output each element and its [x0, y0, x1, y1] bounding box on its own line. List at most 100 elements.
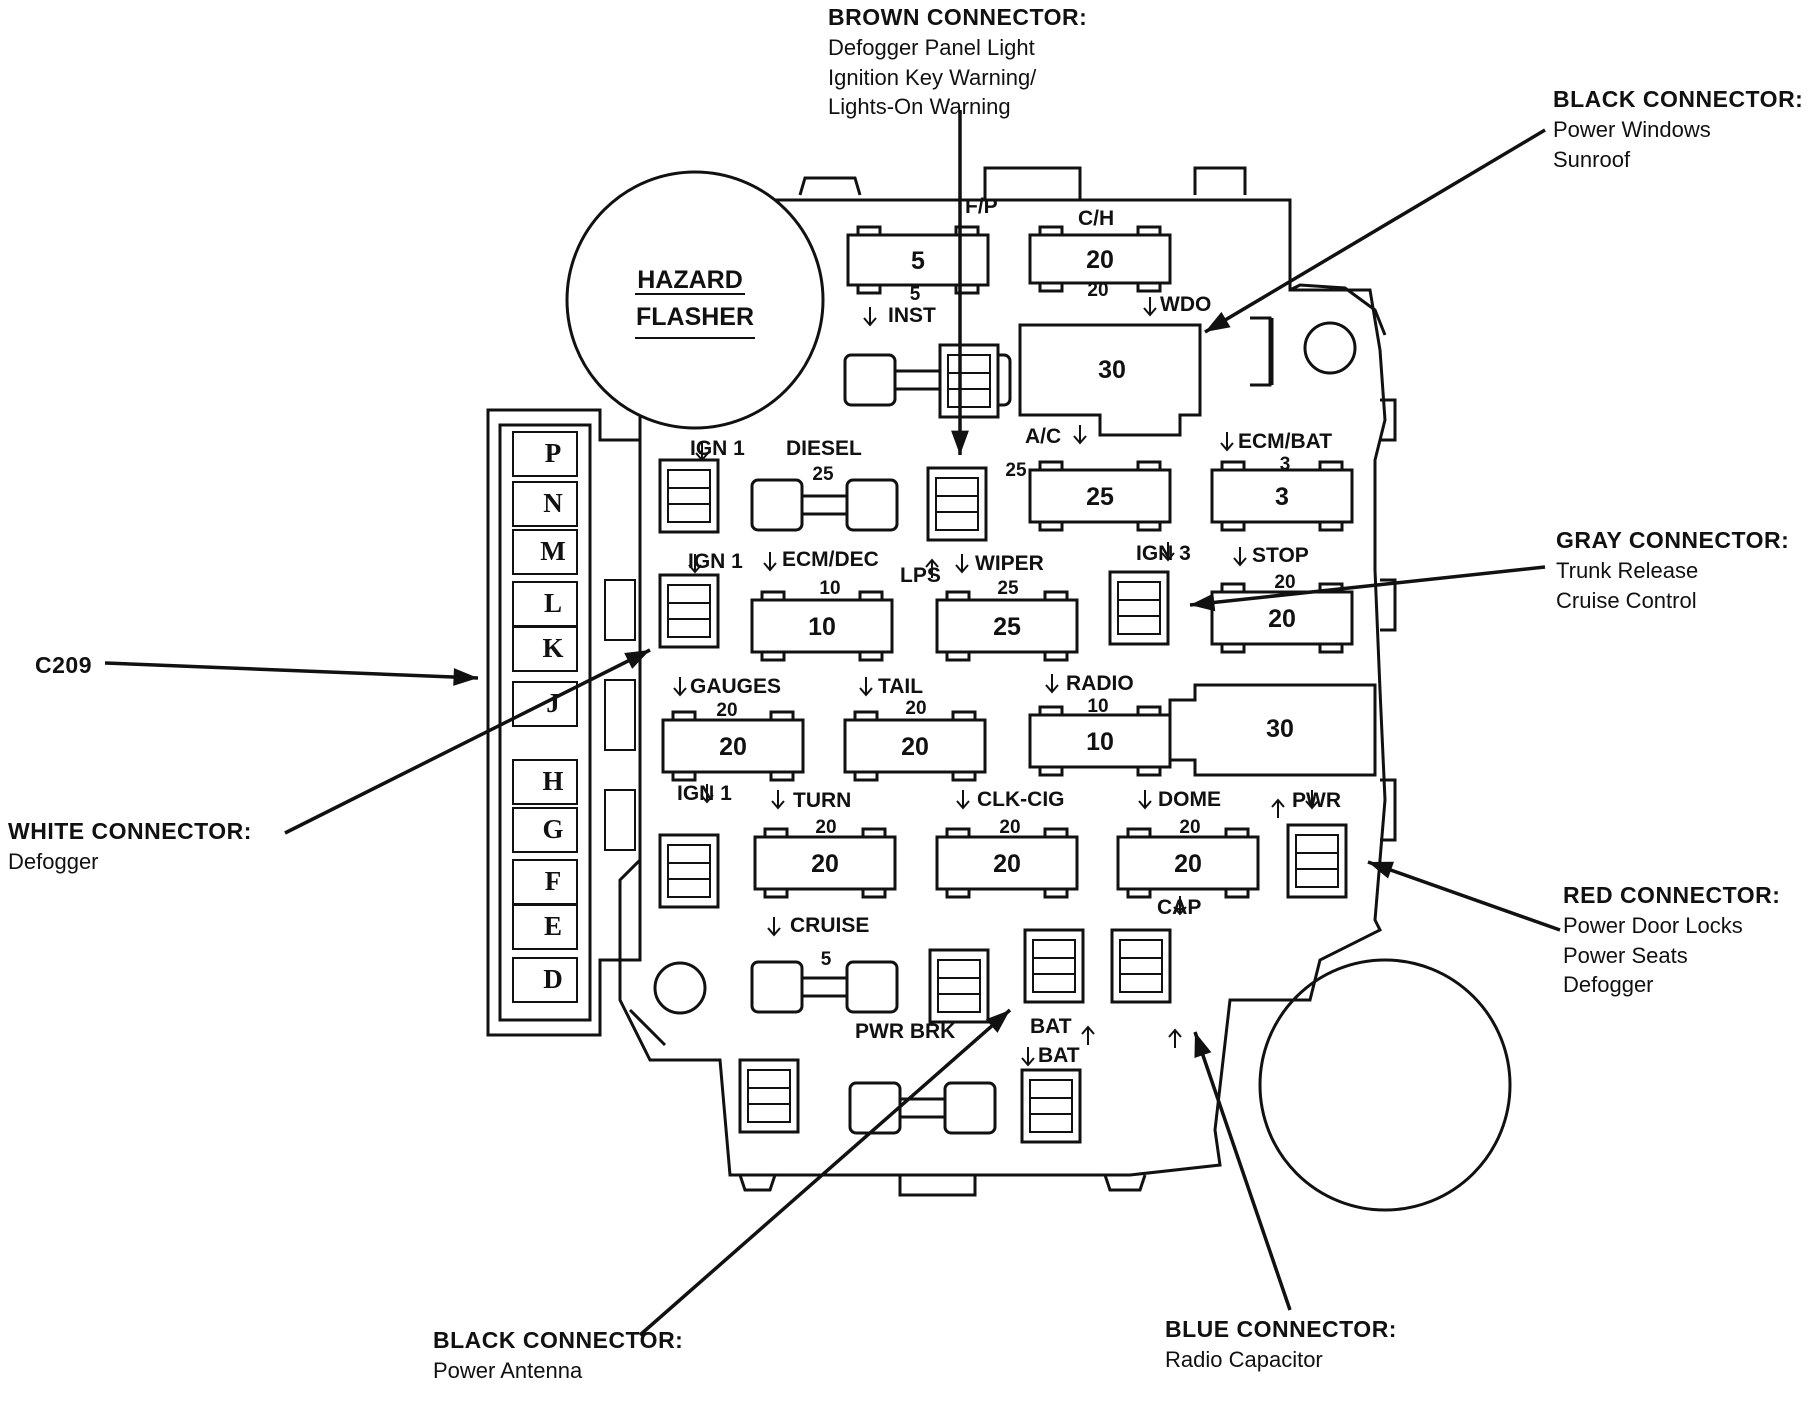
- small-arrow-icon: [688, 554, 702, 574]
- fuse-panel-outline: [618, 166, 1397, 1197]
- label-clk-cig: CLK-CIG: [977, 788, 1065, 811]
- label-wiper: WIPER: [975, 552, 1044, 575]
- small-arrow-icon: [1161, 542, 1175, 562]
- callout-brown-connector: BROWN CONNECTOR: Defogger Panel Light Ig…: [828, 2, 1087, 122]
- label-ign1-a: IGN 1: [690, 437, 745, 460]
- black-connector-top-title: BLACK CONNECTOR:: [1553, 86, 1804, 112]
- fuse-wiper-rating: 25: [993, 613, 1021, 641]
- c209-letter-m: M: [540, 536, 565, 566]
- c209-cavity: [512, 957, 578, 1003]
- c209-letter-g: G: [542, 814, 563, 844]
- c209-cavity: [512, 481, 578, 527]
- fuse-clk-cig-rating: 20: [993, 850, 1021, 878]
- value-cruise: 5: [821, 949, 832, 970]
- small-up-arrow-icon: [925, 558, 939, 578]
- fuse-cruise: [750, 960, 899, 1014]
- callout-c209: C209: [35, 650, 92, 681]
- small-arrow-icon: [700, 784, 714, 804]
- hazard-flasher-line1: HAZARD: [637, 266, 743, 294]
- label-inst: INST: [888, 304, 936, 327]
- socket-bat-b: [1020, 1068, 1082, 1144]
- label-ac: A/C: [1025, 425, 1061, 448]
- red-connector-line3: Defogger: [1563, 972, 1654, 998]
- leader-arrowhead-icon: [951, 430, 969, 455]
- c209-title: C209: [35, 652, 92, 678]
- small-arrow-icon: [1305, 790, 1319, 810]
- label-pwr-brk: PWR BRK: [855, 1020, 955, 1043]
- hazard-flasher-line2: FLASHER: [636, 303, 754, 331]
- fuse-ecm-bat: 3: [1210, 460, 1354, 532]
- c209-cavity: [512, 807, 578, 853]
- callout-gray-connector: GRAY CONNECTOR: Trunk Release Cruise Con…: [1556, 525, 1789, 615]
- value-lps-above: 25: [1005, 460, 1027, 481]
- leader-arrowhead-icon: [1190, 593, 1216, 612]
- c209-cavity: [512, 626, 578, 672]
- small-arrow-icon: [763, 552, 777, 572]
- label-fp: F/P: [965, 195, 998, 218]
- fuse-turn: 20: [753, 827, 897, 899]
- value-ecm-bat-above: 3: [1280, 454, 1291, 475]
- callout-black-connector-bottom: BLACK CONNECTOR: Power Antenna: [433, 1325, 683, 1386]
- value-diesel: 25: [812, 464, 834, 485]
- fuse-gauges-rating: 20: [719, 733, 747, 761]
- fuse-diesel: [750, 478, 899, 532]
- fuse-clk-cig: 20: [935, 827, 1079, 899]
- c209-cavity: [512, 529, 578, 575]
- fuse-ecm-bat-rating: 3: [1275, 483, 1289, 511]
- fuse-dome-rating: 20: [1174, 850, 1202, 878]
- gray-connector-line1: Trunk Release: [1556, 558, 1699, 584]
- leader-lines: [104, 110, 1561, 1337]
- socket-cap: [1110, 928, 1172, 1004]
- small-arrow-icon: [1021, 1047, 1035, 1067]
- hazard-flasher: HAZARD FLASHER: [565, 170, 825, 430]
- label-gauges: GAUGES: [690, 675, 781, 698]
- small-up-arrow-icon: [1168, 1028, 1182, 1048]
- value-radio-above: 10: [1087, 696, 1108, 717]
- brown-connector-line3: Lights-On Warning: [828, 94, 1011, 120]
- label-wdo: WDO: [1160, 293, 1211, 316]
- blue-connector-line1: Radio Capacitor: [1165, 1347, 1323, 1373]
- label-dome: DOME: [1158, 788, 1221, 811]
- label-ecm-dec: ECM/DEC: [782, 548, 879, 571]
- socket-bottom-left: [738, 1058, 800, 1134]
- small-up-arrow-icon: [1271, 798, 1285, 818]
- small-up-arrow-icon: [1081, 1025, 1095, 1045]
- c209-letter-j: J: [546, 688, 560, 718]
- fuse-tail: 20: [843, 710, 987, 782]
- fuse-fp-rating: 5: [911, 247, 925, 275]
- fuse-dome: 20: [1116, 827, 1260, 899]
- small-arrow-icon: [771, 790, 785, 810]
- brown-connector-line1: Defogger Panel Light: [828, 35, 1035, 61]
- label-diesel: DIESEL: [786, 437, 862, 460]
- c209-cavity: [512, 681, 578, 727]
- value-clk-cig-above: 20: [999, 817, 1020, 838]
- fuse-wiper: 25: [935, 590, 1079, 662]
- socket-pwr-brk: [928, 948, 990, 1024]
- label-ch: C/H: [1078, 207, 1114, 230]
- callout-blue-connector: BLUE CONNECTOR: Radio Capacitor: [1165, 1314, 1397, 1375]
- fuse-ch: 20: [1028, 225, 1172, 293]
- fuse-ecm-dec: 10: [750, 590, 894, 662]
- black-connector-bottom-title: BLACK CONNECTOR:: [433, 1327, 684, 1353]
- c209-letter-p: P: [545, 438, 562, 468]
- red-connector-title: RED CONNECTOR:: [1563, 882, 1781, 908]
- breaker2-rating: 30: [1266, 715, 1294, 743]
- socket-pwr: [1286, 823, 1348, 899]
- label-arrows: [673, 297, 1319, 1067]
- leader-arrowhead-icon: [985, 1010, 1010, 1033]
- small-arrow-icon: [1173, 896, 1187, 916]
- small-arrow-icon: [859, 677, 873, 697]
- fuse-ch-rating: 20: [1086, 246, 1114, 274]
- gray-connector-title: GRAY CONNECTOR:: [1556, 527, 1790, 553]
- label-ign1-c: IGN 1: [677, 782, 732, 805]
- c209-letter-n: N: [543, 488, 563, 518]
- fuse-fp: 5: [846, 225, 990, 295]
- small-arrow-icon: [767, 917, 781, 937]
- leader-arrowhead-icon: [453, 668, 478, 686]
- label-stop: STOP: [1252, 544, 1309, 567]
- label-pwr: PWR: [1292, 789, 1341, 812]
- label-lps: LPS: [900, 564, 941, 587]
- blue-connector-title: BLUE CONNECTOR:: [1165, 1316, 1397, 1342]
- wdo-breaker-rating: 30: [1098, 356, 1126, 384]
